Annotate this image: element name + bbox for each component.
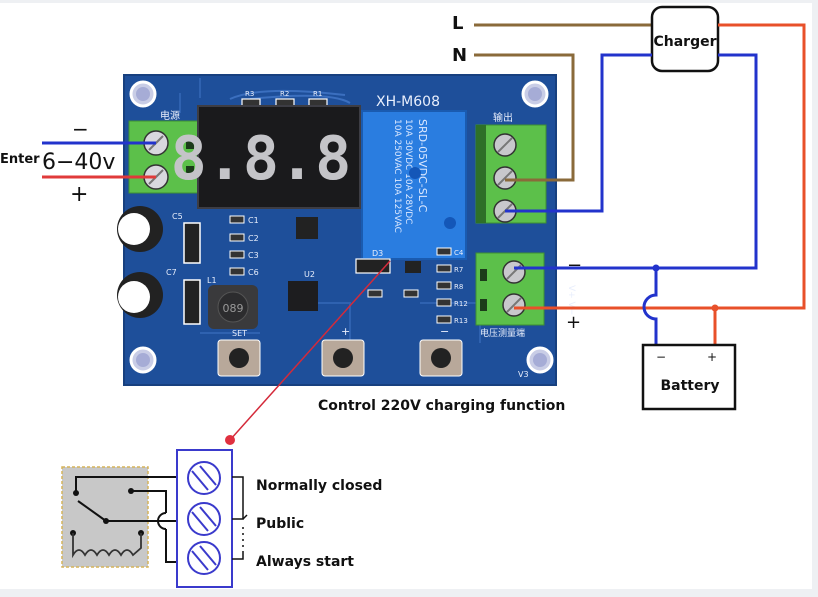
measure-plus-sign: + bbox=[566, 312, 581, 333]
charger-negative-wire bbox=[514, 53, 758, 270]
charger-positive-wire bbox=[514, 23, 806, 310]
seven-segment-display: 8.8.8. bbox=[171, 105, 388, 209]
part-label-v3: V3 bbox=[518, 370, 529, 379]
live-label: L bbox=[452, 13, 463, 34]
display-digits: 8.8.8. bbox=[171, 124, 388, 194]
battery-plus-sign: + bbox=[707, 350, 717, 364]
inductor-code: 089 bbox=[223, 302, 244, 315]
relay-model: SRD-05VDC-SL-C bbox=[416, 119, 429, 213]
part-label-c7: C7 bbox=[166, 268, 177, 277]
measure-polarity-label: V+ V− bbox=[566, 285, 576, 315]
mounting-hole-icon bbox=[129, 346, 157, 374]
wiring-diagram: V3 电源 R3 R2 R1 8.8.8. XH-M608 10A 250VAC… bbox=[0, 5, 806, 588]
callout-dot bbox=[225, 435, 235, 445]
output-relay-terminal: 输出 bbox=[475, 111, 547, 224]
board-model-label: XH-M608 bbox=[376, 94, 440, 110]
input-voltage-range: 6−40v bbox=[42, 150, 115, 175]
resistor-label: R3 bbox=[245, 90, 254, 98]
chips: U2 D3 bbox=[288, 217, 421, 311]
part-label: R7 bbox=[454, 266, 463, 274]
part-label: R8 bbox=[454, 283, 463, 291]
output-label: 输出 bbox=[493, 111, 513, 124]
voltage-measure-terminal: 电压测量端 V+ V− bbox=[475, 252, 576, 339]
coil-icon bbox=[72, 533, 142, 559]
neutral-label: N bbox=[452, 45, 467, 66]
smd-parts-right: C4 R7 R8 R12 R13 bbox=[367, 247, 468, 325]
diagram-canvas: V3 电源 R3 R2 R1 8.8.8. XH-M608 10A 250VAC… bbox=[0, 3, 812, 589]
part-label: R13 bbox=[454, 317, 468, 325]
capacitors: C5 C7 bbox=[117, 206, 201, 325]
cap-label: C6 bbox=[248, 268, 259, 277]
screw-icon bbox=[187, 461, 221, 495]
part-label-u2: U2 bbox=[304, 270, 315, 279]
measure-minus-sign: − bbox=[567, 255, 582, 276]
terminal-label-public: Public bbox=[256, 516, 304, 532]
button-label-minus: − bbox=[440, 325, 449, 338]
battery-negative-wire bbox=[642, 268, 658, 345]
resistor-label: R2 bbox=[280, 90, 289, 98]
pcb-buttons: SET + − bbox=[217, 325, 463, 377]
smd-caps-left: C1 C2 C3 C6 bbox=[229, 215, 259, 277]
input-label: Enter bbox=[0, 152, 40, 167]
mounting-hole-icon bbox=[129, 80, 157, 108]
part-label-c5: C5 bbox=[172, 212, 183, 221]
set-button[interactable] bbox=[217, 339, 261, 377]
caption-text: Control 220V charging function bbox=[318, 398, 565, 414]
screw-icon bbox=[493, 166, 517, 190]
battery-box: − + Battery bbox=[641, 343, 737, 411]
inductor-l1: L1 089 bbox=[207, 276, 258, 329]
relay-component: 10A 250VAC 10A 125VAC 10A 30VDC 10A 28VD… bbox=[361, 110, 467, 260]
terminal-label-always-start: Always start bbox=[256, 554, 354, 570]
button-label-plus: + bbox=[341, 325, 350, 338]
callout-line bbox=[229, 260, 391, 441]
relay-rating-2: 10A 30VDC 10A 28VDC bbox=[403, 119, 413, 224]
relay-schematic bbox=[61, 466, 190, 568]
mounting-hole-icon bbox=[526, 346, 554, 374]
resistor-label: R1 bbox=[313, 90, 322, 98]
screw-icon bbox=[493, 133, 517, 157]
neutral-wire bbox=[474, 53, 575, 182]
screw-icon bbox=[187, 502, 221, 536]
relay-terminal-block bbox=[176, 449, 233, 588]
minus-button[interactable] bbox=[419, 339, 463, 377]
measure-terminal-label: 电压测量端 bbox=[480, 327, 525, 339]
part-label: R12 bbox=[454, 300, 468, 308]
input-plus-sign: + bbox=[70, 182, 88, 207]
part-label-d3: D3 bbox=[372, 249, 383, 258]
charger-box: Charger bbox=[650, 5, 720, 73]
battery-minus-sign: − bbox=[656, 350, 666, 364]
part-label-l1: L1 bbox=[207, 276, 217, 285]
plus-button[interactable] bbox=[321, 339, 365, 377]
relay-rating-1: 10A 250VAC 10A 125VAC bbox=[392, 119, 402, 233]
charger-to-relay-wire bbox=[505, 53, 652, 213]
mounting-hole-icon bbox=[521, 80, 549, 108]
part-label: C4 bbox=[454, 249, 464, 257]
cap-label: C1 bbox=[248, 216, 259, 225]
screw-icon bbox=[502, 260, 526, 284]
screw-icon bbox=[502, 293, 526, 317]
charger-label: Charger bbox=[653, 34, 716, 50]
power-label: 电源 bbox=[160, 109, 180, 122]
battery-label: Battery bbox=[660, 378, 719, 394]
button-label-set: SET bbox=[232, 329, 247, 338]
terminal-label-normally-closed: Normally closed bbox=[256, 478, 382, 494]
cap-label: C2 bbox=[248, 234, 259, 243]
input-minus-sign: − bbox=[72, 117, 89, 141]
cap-label: C3 bbox=[248, 251, 259, 260]
screw-icon bbox=[187, 541, 221, 575]
